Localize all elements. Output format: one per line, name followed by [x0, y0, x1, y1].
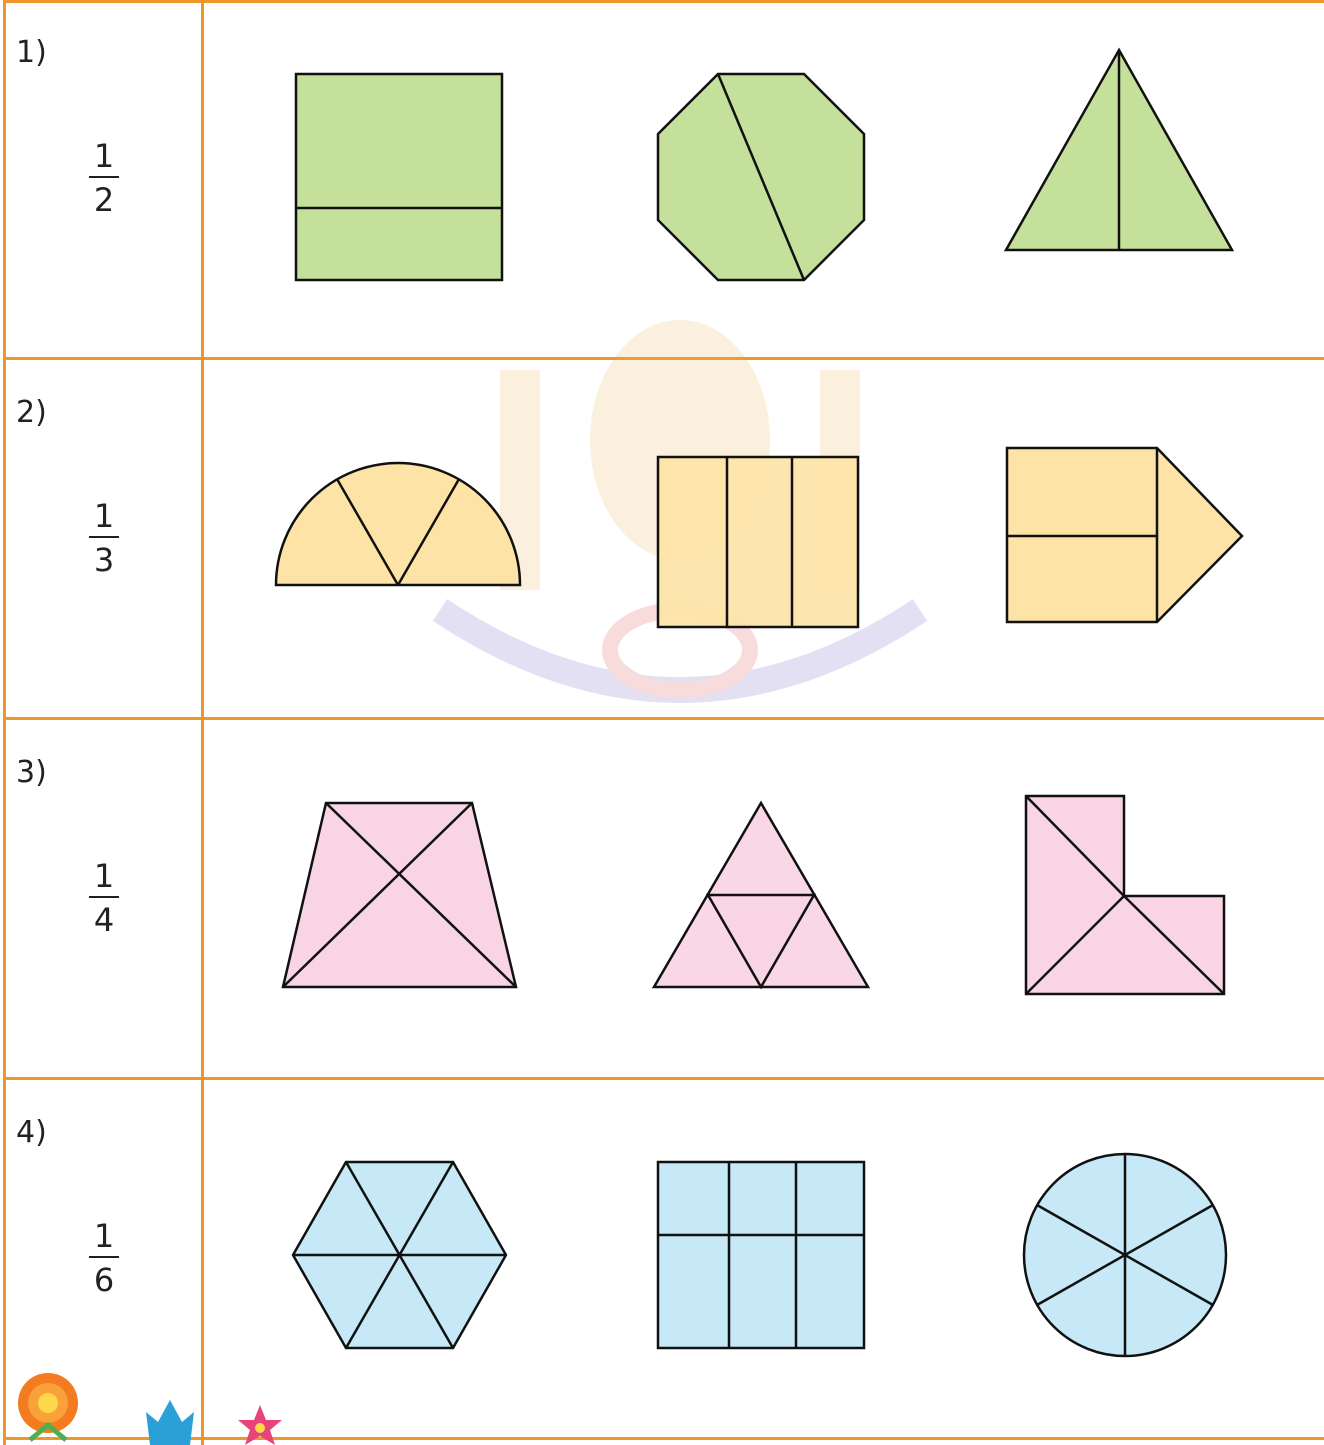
fraction-denominator: 2: [84, 182, 124, 218]
rectangle-split-three-columns: [658, 457, 858, 627]
fraction-bar: [89, 896, 119, 898]
fraction-bar: [89, 176, 119, 178]
row-number: 3): [16, 756, 47, 790]
row-1: 1) 1 2: [0, 0, 1324, 360]
row-number: 1): [16, 36, 47, 70]
fraction-denominator: 3: [84, 542, 124, 578]
blue-tulip-icon: [146, 1400, 194, 1445]
orange-flower-icon: [18, 1373, 78, 1440]
fraction-denominator: 4: [84, 902, 124, 938]
triangle-split-vertical: [1006, 50, 1232, 250]
fraction-numerator: 1: [84, 498, 124, 534]
triangle-split-four: [654, 803, 868, 987]
fraction-numerator: 1: [84, 1218, 124, 1254]
fraction-numerator: 1: [84, 858, 124, 894]
fraction-numerator: 1: [84, 138, 124, 174]
trapezoid-split-diagonals: [283, 803, 516, 987]
fraction-bar: [89, 1256, 119, 1258]
row-number: 4): [16, 1116, 47, 1150]
fraction-denominator: 6: [84, 1262, 124, 1298]
shape-group: [204, 1080, 1324, 1437]
pink-flower-icon: [238, 1405, 282, 1445]
shape-group: [204, 360, 1324, 717]
fraction-label: 1 6: [84, 1218, 124, 1298]
octagon-split-diagonal: [658, 74, 864, 280]
shape-group: [204, 720, 1324, 1077]
l-shape-split-four: [1026, 796, 1224, 994]
fraction-label: 1 3: [84, 498, 124, 578]
shape-group: [204, 0, 1324, 357]
fraction-bar: [89, 536, 119, 538]
row-3: 3) 1 4: [0, 720, 1324, 1080]
hexagon-split-six: [293, 1162, 506, 1348]
rectangle-split-six: [658, 1162, 864, 1348]
fraction-label: 1 2: [84, 138, 124, 218]
flower-decorations: [0, 1365, 320, 1445]
row-number: 2): [16, 396, 47, 430]
row-2: 2) 1 3: [0, 360, 1324, 720]
fraction-label: 1 4: [84, 858, 124, 938]
circle-split-six: [1024, 1154, 1226, 1356]
pentagon-split-three: [1007, 448, 1242, 622]
square-split-two-rows: [296, 74, 502, 280]
semicircle-split-three: [276, 463, 520, 585]
